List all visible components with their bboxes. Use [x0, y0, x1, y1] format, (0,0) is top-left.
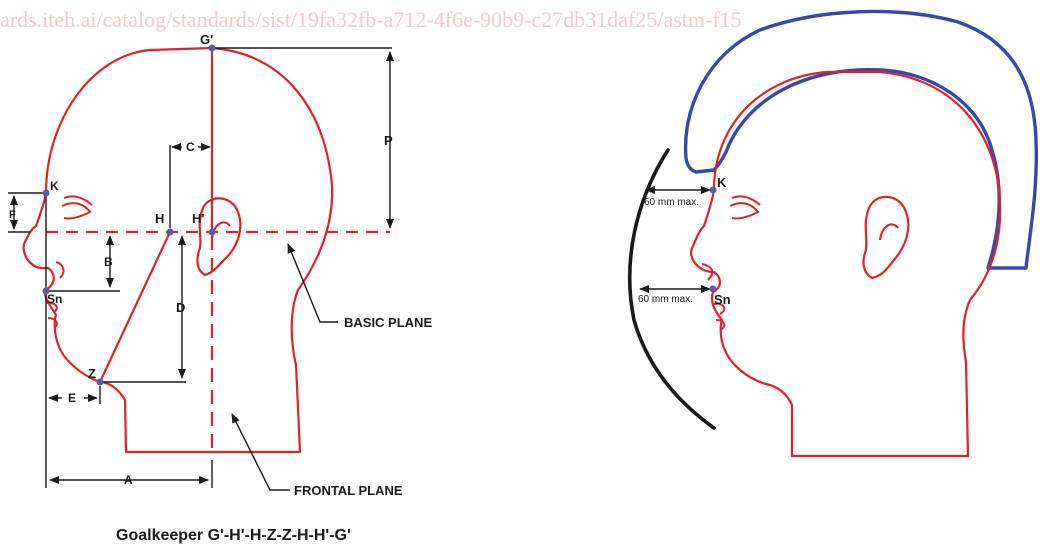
label-z: Z	[88, 366, 96, 381]
label-sn: Sn	[47, 292, 62, 306]
lower-60mm-label: 60 mm max.	[638, 294, 693, 305]
watermark-url: ards.iteh.ai/catalog/standards/sist/19fa…	[0, 7, 742, 32]
frontal-plane-label: FRONTAL PLANE	[294, 483, 403, 498]
left-landmark-points	[42, 44, 216, 386]
frontal-plane-leader	[231, 413, 290, 491]
dim-label-d: D	[176, 300, 185, 315]
right-ear	[862, 195, 910, 280]
left-construction-lines	[8, 47, 392, 488]
point-g-prime	[208, 44, 216, 52]
right-label-sn: Sn	[714, 292, 731, 307]
right-figure: K Sn 60 mm max. 60 mm max.	[627, 9, 1038, 458]
dim-label-a: A	[124, 473, 133, 487]
point-h-prime	[208, 228, 216, 236]
dim-label-e: E	[68, 391, 76, 405]
left-nostril	[55, 261, 65, 279]
right-label-k: K	[717, 175, 727, 190]
point-k	[42, 189, 50, 197]
label-h-prime: H'	[192, 211, 204, 226]
dim-label-c: C	[186, 140, 195, 154]
face-shield	[627, 148, 716, 430]
basic-plane-label: BASIC PLANE	[344, 315, 432, 330]
left-ear	[196, 197, 242, 277]
point-h	[166, 228, 174, 236]
left-figure: G' K H H' Sn Z P C F B D E A BASIC PLANE…	[8, 32, 432, 498]
right-point-k	[709, 186, 717, 194]
left-dimension-arrows	[10, 51, 394, 491]
right-eye	[729, 195, 761, 220]
label-h: H	[155, 211, 164, 226]
right-nostril	[701, 263, 714, 281]
dim-label-p: P	[384, 133, 393, 148]
right-head-outline	[690, 70, 1002, 458]
helmet-outline	[683, 9, 1038, 270]
upper-60mm-label: 60 mm max.	[644, 197, 699, 208]
label-g-prime: G'	[200, 32, 213, 47]
left-lips	[45, 301, 58, 329]
point-z	[96, 378, 104, 386]
figure-caption: Goalkeeper G'-H'-H-Z-Z-H-H'-G'	[116, 527, 351, 544]
point-sn	[42, 287, 50, 295]
dim-label-b: B	[104, 255, 113, 269]
label-k: K	[50, 179, 59, 193]
basic-plane-leader	[287, 243, 338, 323]
left-eye	[61, 195, 93, 220]
right-dimension-arrows	[639, 186, 711, 293]
dim-label-f: F	[9, 209, 16, 221]
h-z-line	[99, 231, 171, 383]
right-point-sn	[709, 285, 717, 293]
right-lips	[713, 302, 726, 331]
